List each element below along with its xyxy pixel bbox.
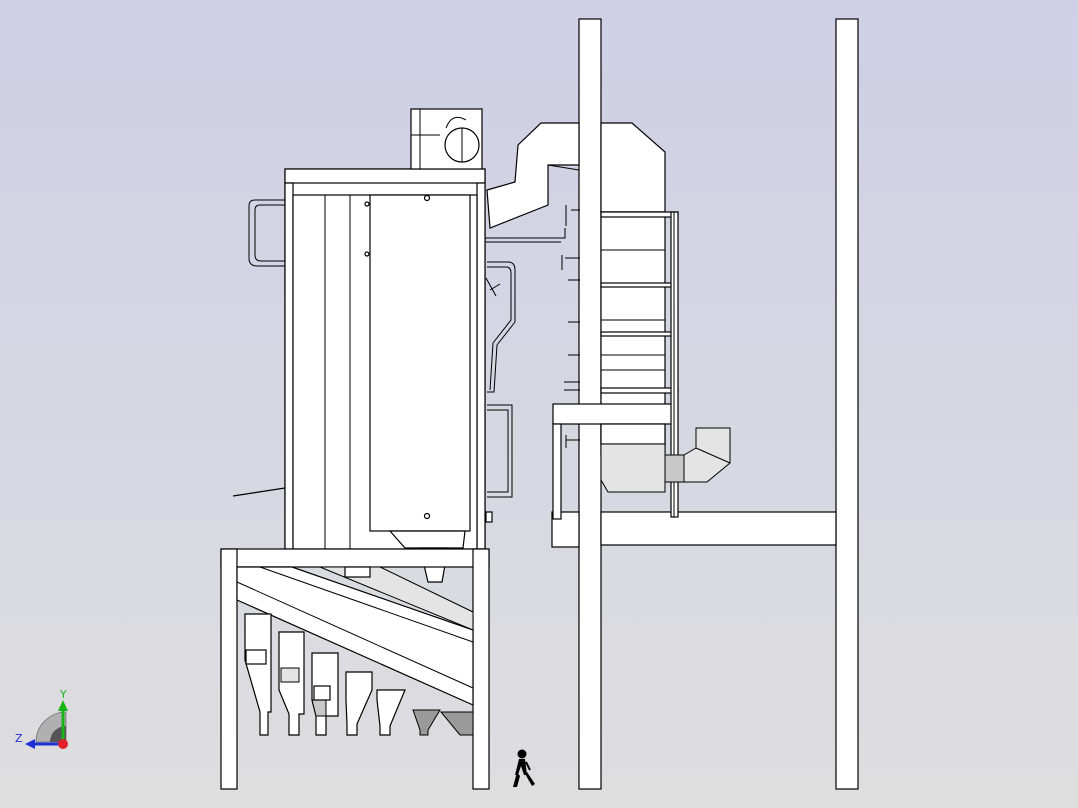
tower-side-pipes[interactable] — [561, 205, 580, 448]
z-axis-label: Z — [15, 732, 23, 745]
axis-triad[interactable]: Y Z — [10, 682, 80, 752]
inclined-conveyor[interactable] — [236, 566, 474, 706]
side-handrail[interactable] — [248, 199, 285, 267]
scrubber-tower[interactable] — [552, 211, 679, 520]
walking-person-icon — [513, 749, 535, 787]
structural-column-right[interactable] — [835, 18, 859, 790]
exhaust-elbow[interactable] — [664, 427, 731, 483]
top-fan-unit[interactable] — [410, 108, 483, 170]
support-frame[interactable] — [220, 548, 490, 790]
side-piping[interactable] — [485, 228, 566, 523]
filter-body[interactable] — [292, 194, 478, 583]
y-axis-label: Y — [59, 688, 67, 701]
hopper-chutes[interactable] — [244, 613, 474, 736]
x-axis-origin-icon — [58, 739, 68, 749]
connecting-duct[interactable] — [486, 122, 666, 229]
y-axis-icon — [58, 700, 68, 742]
horizontal-beam[interactable] — [551, 511, 837, 548]
side-rod[interactable] — [232, 487, 286, 497]
